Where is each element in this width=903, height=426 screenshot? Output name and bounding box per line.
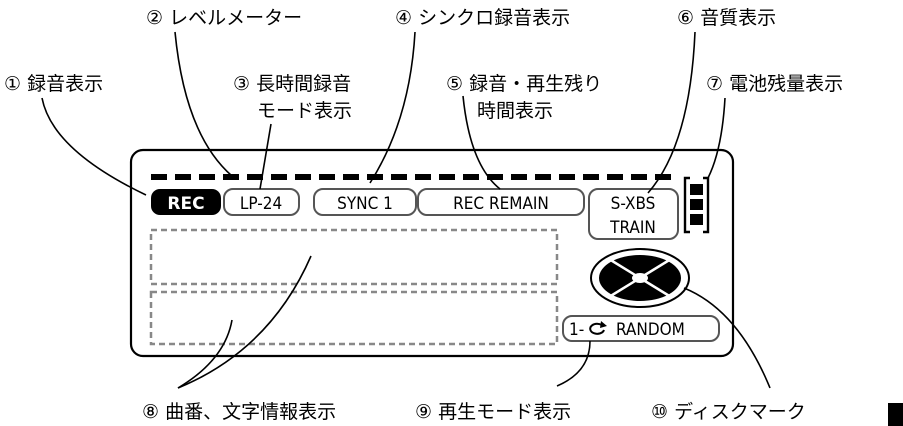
callout-6: ⑥ 音質表示 <box>677 7 776 29</box>
leader-lines <box>41 31 771 389</box>
repeat-icon <box>589 322 605 335</box>
text-area-upper <box>149 228 559 286</box>
sync-indicator <box>313 188 417 216</box>
callout-7: ⑦ 電池残量表示 <box>706 73 843 95</box>
callout-10: ⑩ ディスクマーク <box>651 401 806 423</box>
callout-5-line1: ⑤ 録音・再生残り <box>446 73 602 95</box>
sound-quality-indicator <box>588 188 679 240</box>
page-edge-marker <box>888 403 903 426</box>
callout-8: ⑧ 曲番、文字情報表示 <box>142 401 336 423</box>
repeat-arrow-icon <box>600 321 607 328</box>
level-meter <box>151 174 671 180</box>
sxbs-text: S-XBS <box>611 194 656 214</box>
callout-4: ④ シンクロ録音表示 <box>395 7 570 29</box>
sync-text: SYNC 1 <box>337 194 393 214</box>
rec-indicator <box>151 189 221 215</box>
remain-indicator <box>417 188 585 216</box>
lcd-panel <box>129 148 735 358</box>
train-text: TRAIN <box>609 218 656 238</box>
callout-3-line2: モード表示 <box>257 100 352 122</box>
callout-2: ② レベルメーター <box>146 7 302 29</box>
disc-icon <box>590 248 690 308</box>
text-area-lower <box>149 290 559 346</box>
lp-mode-indicator <box>223 188 300 216</box>
lp-text: LP-24 <box>240 194 282 214</box>
remain-text: REC REMAIN <box>453 194 549 214</box>
callout-1: ① 録音表示 <box>4 73 103 95</box>
play-mode-num: 1- <box>569 320 584 340</box>
rec-text: REC <box>167 194 204 214</box>
callout-9: ⑨ 再生モード表示 <box>415 401 571 423</box>
callout-5-line2: 時間表示 <box>477 100 553 122</box>
play-mode-random: RANDOM <box>616 320 685 340</box>
callout-3-line1: ③ 長時間録音 <box>233 73 351 95</box>
battery-icon <box>683 176 710 234</box>
